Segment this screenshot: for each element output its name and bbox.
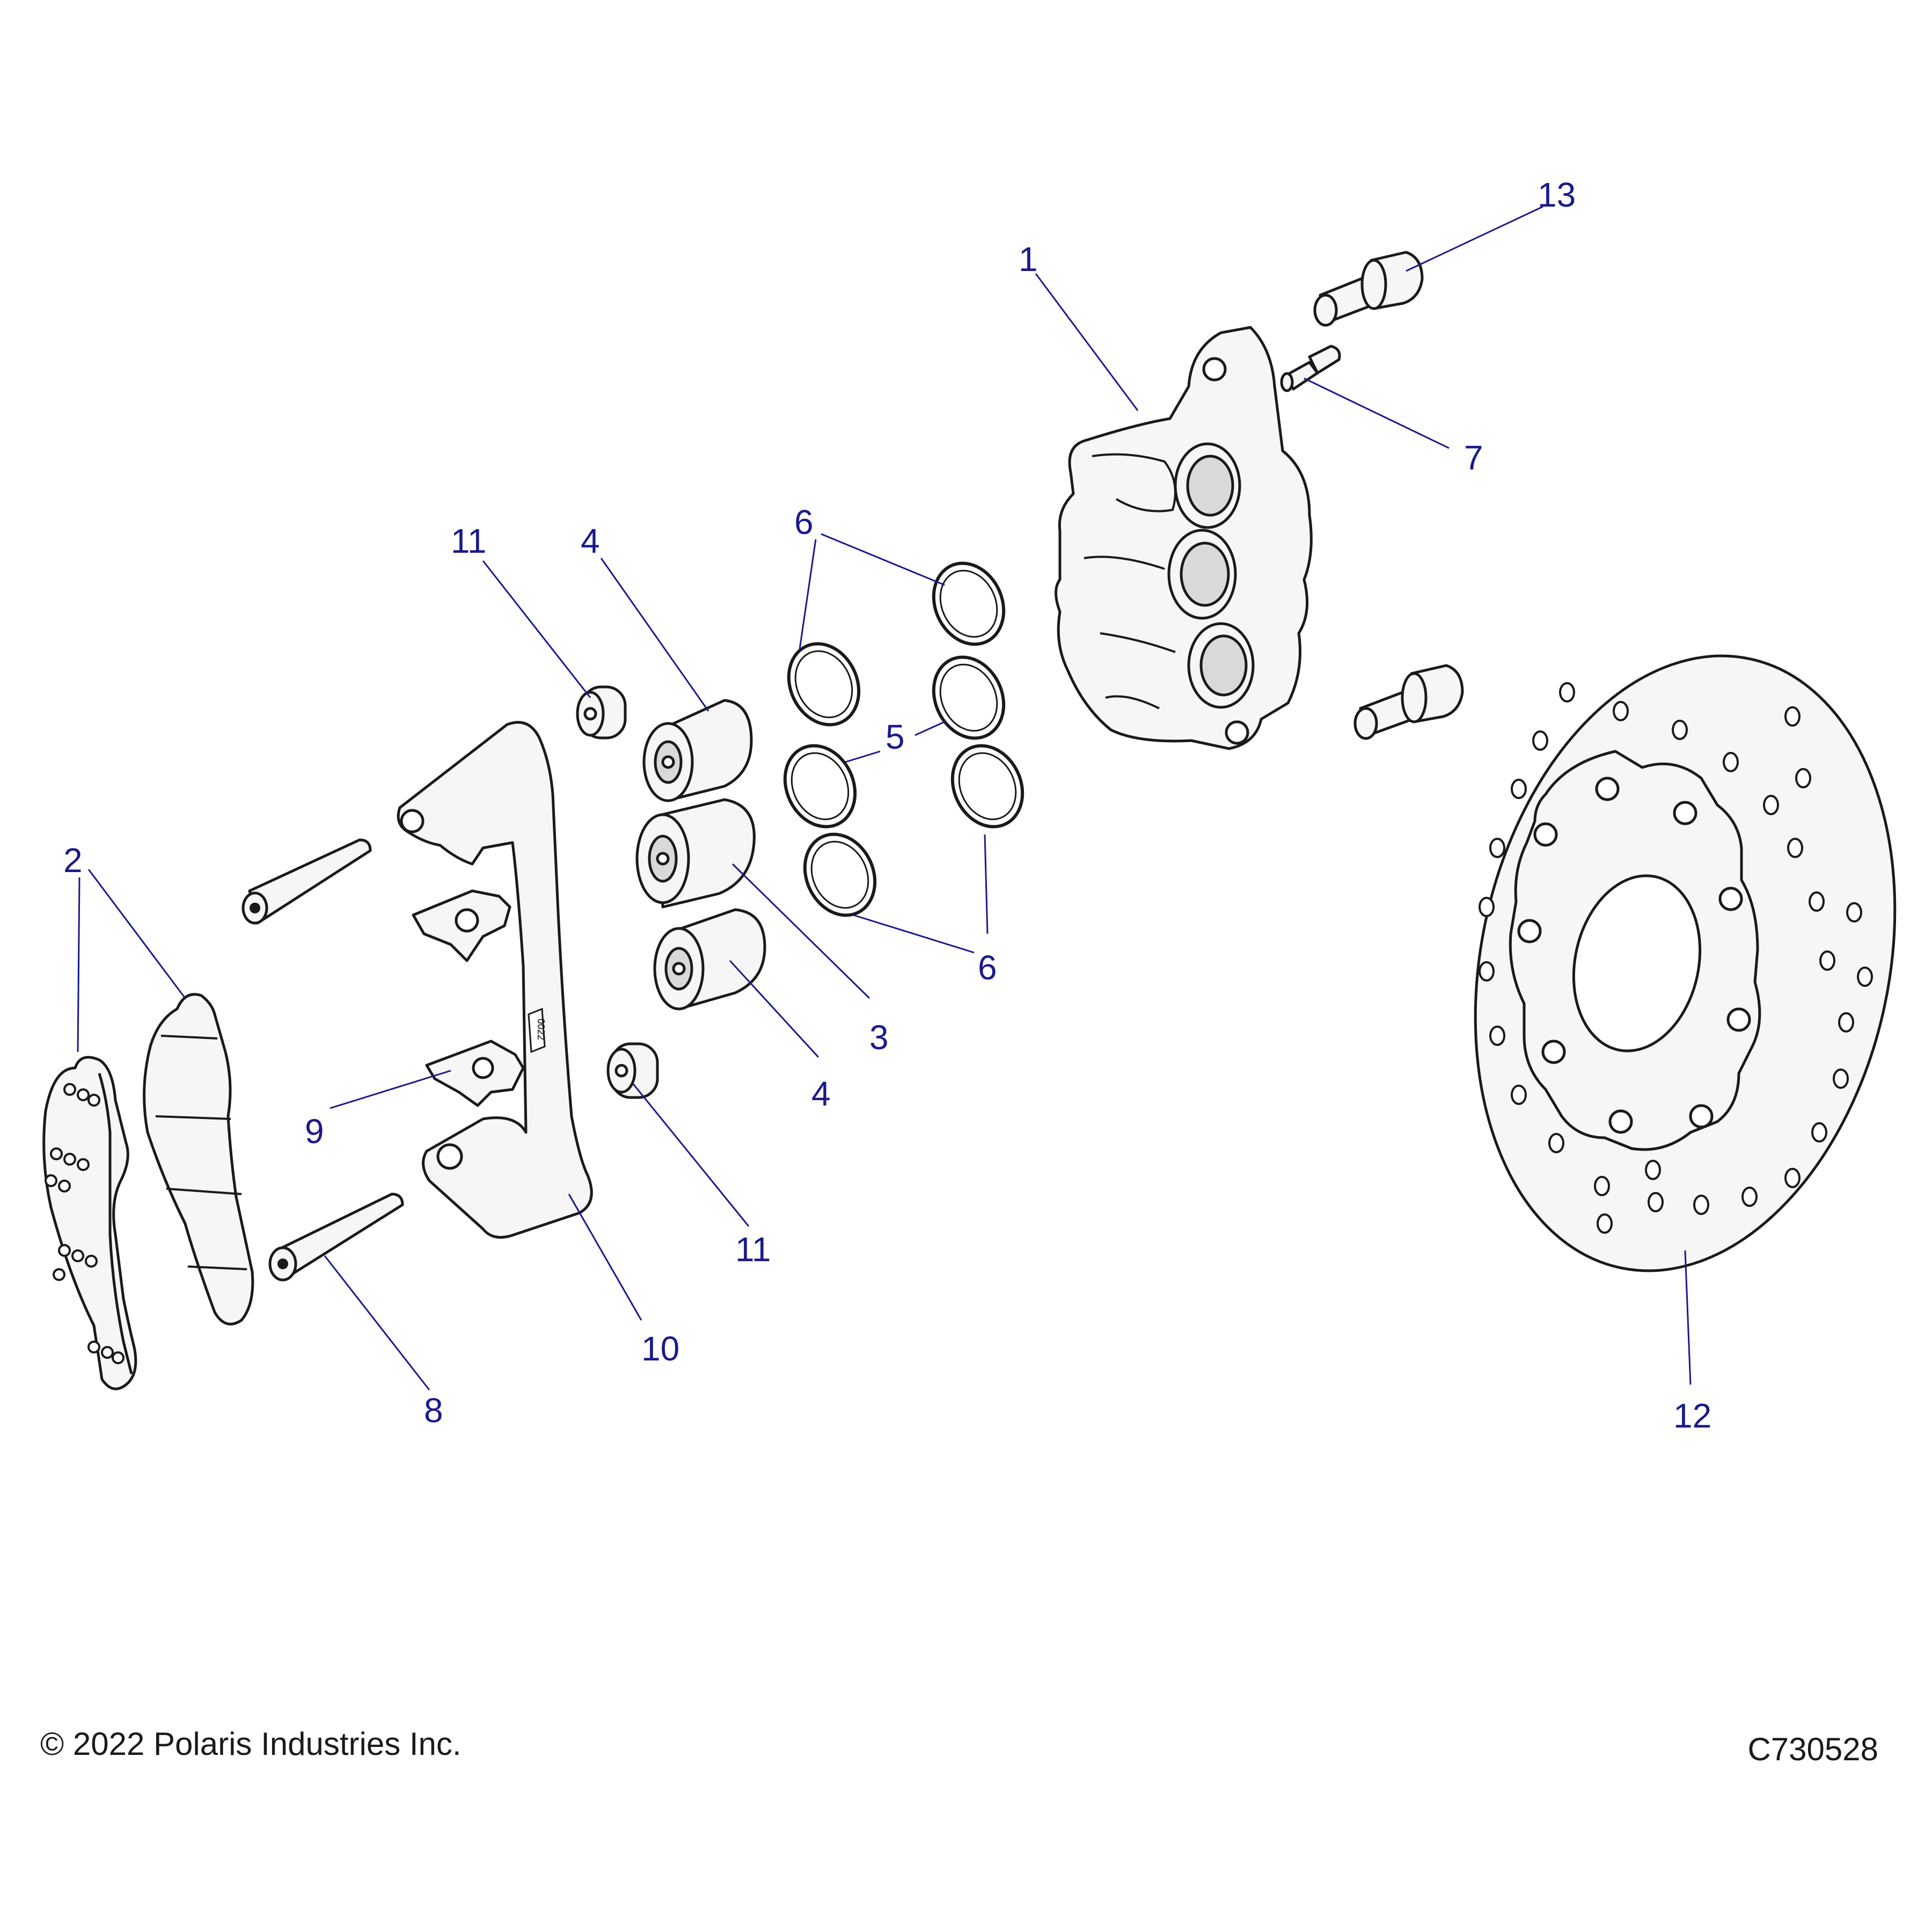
leader-7 xyxy=(1304,377,1450,449)
pin-boot-lower xyxy=(606,1042,659,1099)
brake-pad-inner xyxy=(143,993,254,1326)
leader-5b xyxy=(914,721,945,736)
brake-rotor xyxy=(1474,654,1897,1272)
bracket-part-marking: 0022 xyxy=(536,1019,546,1040)
leader-4b xyxy=(729,960,819,1058)
seal-rings xyxy=(783,561,1024,917)
callout-11-upper: 11 xyxy=(451,522,486,560)
callout-8: 8 xyxy=(424,1391,443,1430)
callout-11-lower: 11 xyxy=(735,1230,771,1269)
guide-pin-upper xyxy=(241,838,372,925)
callout-7: 7 xyxy=(1464,438,1483,477)
callout-4-lower: 4 xyxy=(811,1074,831,1113)
hub-bolt-holes xyxy=(1517,777,1751,1134)
piston-middle xyxy=(635,798,756,909)
callout-5: 5 xyxy=(885,718,905,756)
callout-10: 10 xyxy=(641,1329,679,1368)
callout-1: 1 xyxy=(1019,240,1038,279)
callout-6-upper: 6 xyxy=(794,503,814,541)
leader-6c xyxy=(984,834,989,934)
leader-13 xyxy=(1406,206,1543,272)
callout-12: 12 xyxy=(1673,1396,1711,1435)
seal-ring xyxy=(787,642,861,727)
pad-spring-clip-lower xyxy=(425,1040,525,1107)
leader-6d xyxy=(853,914,975,954)
leader-6a xyxy=(799,539,817,650)
caliper-housing xyxy=(1055,326,1313,750)
leader-8 xyxy=(324,1255,430,1391)
leader-2a xyxy=(77,877,80,1052)
seal-ring xyxy=(783,744,857,829)
leader-11b xyxy=(632,1084,750,1227)
bleeder-screw xyxy=(1280,345,1341,392)
copyright-notice: © 2022 Polaris Industries Inc. xyxy=(40,1726,462,1762)
seal-ring xyxy=(932,561,1006,646)
callout-6-lower: 6 xyxy=(978,948,997,987)
leader-12 xyxy=(1684,1250,1692,1385)
rotor-vent-holes xyxy=(1479,682,1873,1234)
leader-9 xyxy=(330,1070,451,1109)
seal-ring xyxy=(950,744,1024,829)
piston-upper xyxy=(642,699,753,802)
leader-3 xyxy=(731,863,870,999)
pad-spring-clip-upper xyxy=(412,889,511,962)
leader-11a xyxy=(482,560,591,698)
callout-4-upper: 4 xyxy=(581,522,600,560)
seal-ring xyxy=(803,832,877,917)
callout-2: 2 xyxy=(63,841,83,880)
callout-3: 3 xyxy=(869,1018,889,1057)
piston-lower xyxy=(653,908,766,1011)
leader-2b xyxy=(87,869,186,999)
leader-1 xyxy=(1035,273,1139,411)
callout-13: 13 xyxy=(1538,175,1576,214)
brake-pad-outer xyxy=(42,1056,137,1391)
drawing-number: C730528 xyxy=(1747,1731,1878,1767)
caliper-mounting-bracket: 0022 xyxy=(397,721,593,1239)
callout-9: 9 xyxy=(305,1112,324,1151)
caliper-mounting-bolt-lower xyxy=(1353,664,1464,740)
leader-10 xyxy=(568,1194,642,1321)
leader-5a xyxy=(845,750,881,763)
guide-pin-lower xyxy=(268,1192,404,1282)
leader-4a xyxy=(600,558,709,712)
seal-ring xyxy=(932,655,1006,740)
pin-boot-upper xyxy=(576,685,627,740)
leader-6b xyxy=(821,533,945,586)
caliper-mounting-bolt-upper xyxy=(1313,251,1424,327)
